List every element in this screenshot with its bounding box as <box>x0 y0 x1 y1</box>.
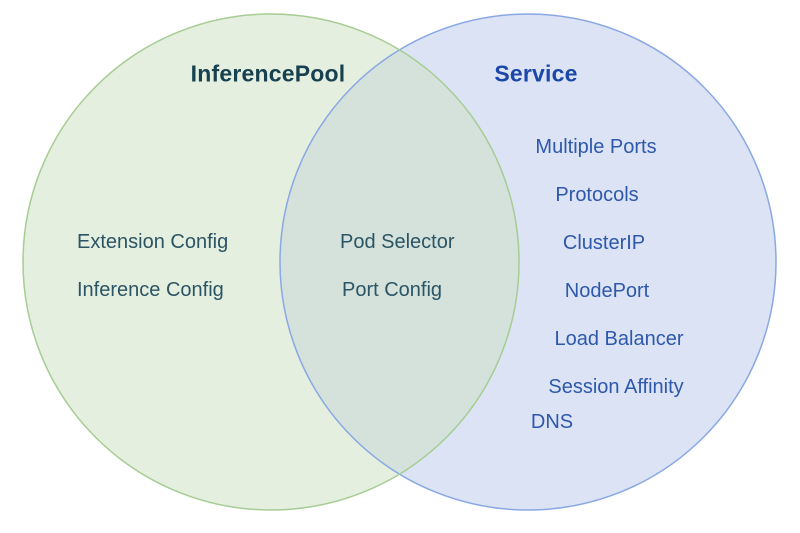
overlap-item-pod-selector: Pod Selector <box>340 231 455 253</box>
right-item-clusterip: ClusterIP <box>562 232 646 254</box>
inferencepool-circle-outline <box>22 13 520 511</box>
overlap-item-port-config: Port Config <box>342 279 443 301</box>
service-circle-outline <box>279 13 777 511</box>
inferencepool-circle-fill <box>23 14 519 510</box>
left-item-inference-config: Inference Config <box>77 279 224 301</box>
service-title: Service <box>494 60 578 87</box>
inferencepool-title: InferencePool <box>190 60 346 87</box>
right-item-nodeport: NodePort <box>564 280 650 302</box>
right-item-load-balancer: Load Balancer <box>554 328 684 350</box>
right-item-session-affinity: Session Affinity <box>548 376 684 398</box>
left-item-extension-config: Extension Config <box>77 231 229 253</box>
right-item-dns: DNS <box>530 411 574 433</box>
right-item-multiple-ports: Multiple Ports <box>535 136 657 158</box>
right-item-protocols: Protocols <box>555 184 639 206</box>
